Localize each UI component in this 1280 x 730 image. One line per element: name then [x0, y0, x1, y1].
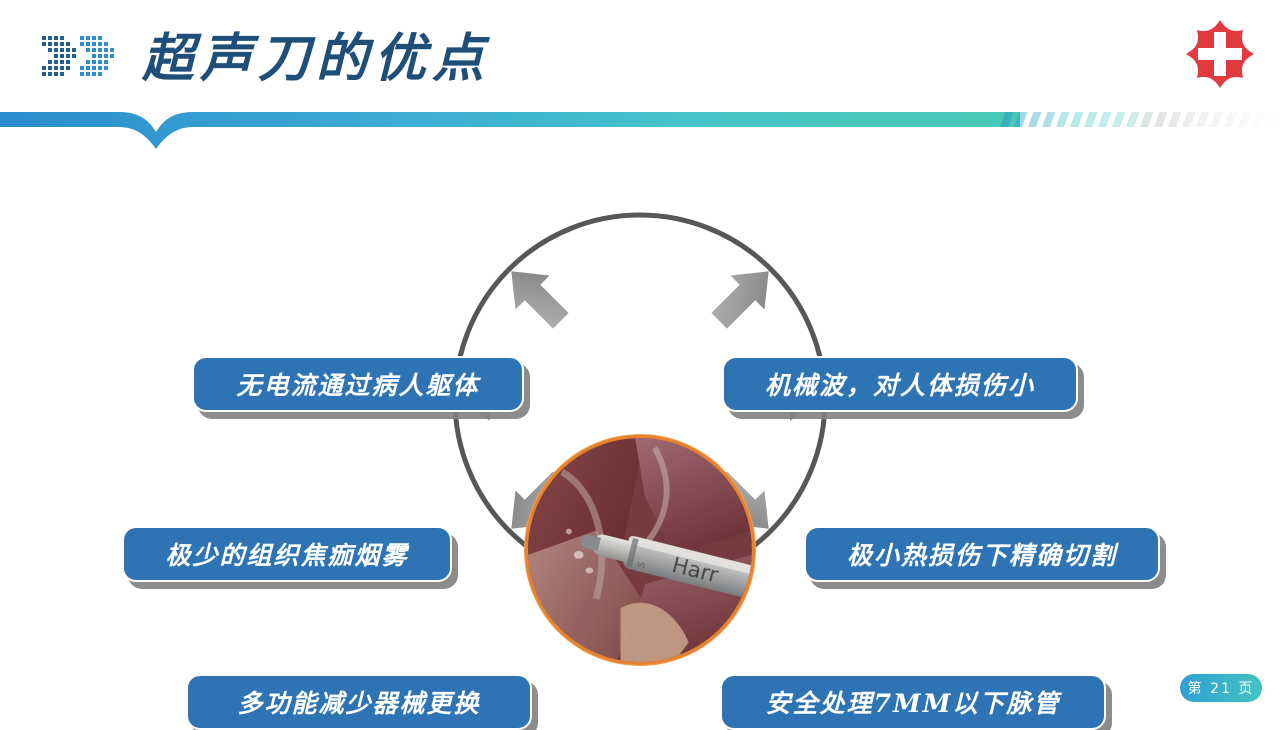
page-title: 超声刀的优点	[142, 28, 491, 89]
double-chevron-dots-logo-icon	[42, 36, 114, 76]
page-number-badge: 第 21 页	[1180, 674, 1262, 702]
center-photo-circle: Harr s	[525, 435, 755, 665]
advantages-diagram: Harr s 无电流通过病人躯体 机械波，对人体损伤小 极少的组织焦痂烟雾 极小…	[0, 150, 1280, 730]
advantage-box-top-left[interactable]: 无电流通过病人躯体	[192, 356, 524, 412]
advantage-box-middle-left[interactable]: 极少的组织焦痂烟雾	[122, 526, 452, 582]
red-hospital-cross-logo-icon	[1186, 20, 1254, 88]
laparoscopic-surgery-photo-icon: Harr s	[528, 438, 752, 662]
advantage-box-bottom-left[interactable]: 多功能减少器械更换	[186, 674, 532, 730]
slide-header: 超声刀的优点	[0, 0, 1280, 150]
advantage-label: 无电流通过病人躯体	[236, 371, 480, 400]
svg-text:s: s	[633, 560, 648, 569]
advantage-label: 极小热损伤下精确切割	[846, 541, 1117, 570]
advantage-label: 极少的组织焦痂烟雾	[165, 541, 409, 570]
gradient-divider-band-icon	[0, 112, 1280, 149]
advantage-box-middle-right[interactable]: 极小热损伤下精确切割	[804, 526, 1160, 582]
advantage-box-top-right[interactable]: 机械波，对人体损伤小	[722, 356, 1078, 412]
advantage-label: 安全处理7MM以下脉管	[765, 689, 1061, 718]
advantage-box-bottom-right[interactable]: 安全处理7MM以下脉管	[720, 674, 1106, 730]
advantage-label: 机械波，对人体损伤小	[764, 371, 1035, 400]
advantage-label: 多功能减少器械更换	[237, 689, 481, 718]
